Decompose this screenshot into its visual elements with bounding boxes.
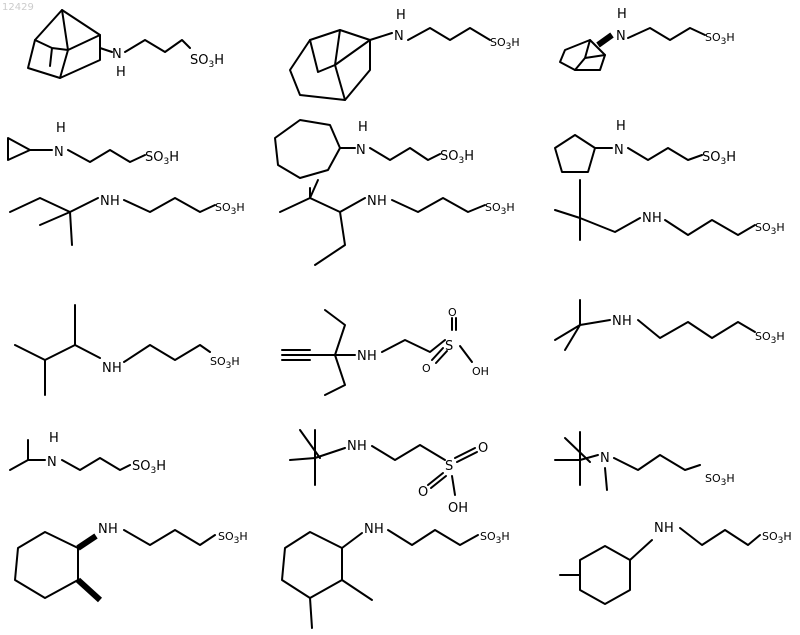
molecule-isopropyl: N H SO3H [10,431,166,476]
svg-text:N: N [600,451,610,466]
molecule-ethynyl-diethyl: N H S O O OH [282,306,489,395]
svg-text:N: N [112,47,122,62]
svg-text:H: H [112,361,122,376]
molecule-tert-butyl-n-methyl: N SO3H [555,432,735,490]
molecule-cyclopropyl: N H SO3H [8,121,179,167]
svg-text:H: H [374,522,384,537]
svg-text:N: N [364,522,374,537]
svg-text:OH: OH [472,365,489,378]
svg-text:O: O [478,441,488,456]
svg-text:H: H [358,120,368,135]
svg-text:N: N [47,455,57,470]
svg-text:N: N [616,29,626,44]
molecule-tert-butyl-butyl: N H SO3H [555,300,785,350]
svg-text:H: H [616,119,626,134]
svg-text:SO3H: SO3H [755,221,785,237]
svg-text:OH: OH [448,501,468,516]
molecule-dimethylpropyl: N H SO3H [15,305,240,395]
svg-text:SO3H: SO3H [218,530,248,546]
molecule-3-pentyl: N H SO3H [280,180,515,265]
watermark: 12429 [2,2,34,13]
svg-text:SO3H: SO3H [755,330,785,346]
svg-text:H: H [56,121,66,136]
svg-text:N: N [642,211,652,226]
svg-text:SO3H: SO3H [480,530,510,546]
svg-text:H: H [49,431,59,446]
svg-text:N: N [356,143,366,158]
svg-text:SO3H: SO3H [705,31,735,47]
svg-text:H: H [617,7,627,22]
svg-text:H: H [367,349,377,364]
svg-text:N: N [100,194,110,209]
svg-text:SO3H: SO3H [485,201,515,217]
molecule-4-methylcyclohexyl: N H SO3H [560,521,792,604]
svg-text:H: H [652,211,662,226]
svg-text:H: H [110,194,120,209]
svg-text:SO3H: SO3H [210,355,240,371]
svg-text:N: N [357,349,367,364]
svg-text:O: O [422,362,431,375]
svg-text:SO3H: SO3H [490,36,520,52]
svg-text:SO3H: SO3H [132,459,166,476]
svg-text:H: H [357,439,367,454]
svg-text:S: S [445,459,453,474]
svg-text:SO3H: SO3H [702,150,736,167]
svg-text:H: H [116,65,126,80]
svg-text:O: O [418,485,428,500]
svg-text:SO3H: SO3H [440,149,474,166]
svg-text:SO3H: SO3H [145,150,179,167]
svg-text:N: N [367,194,377,209]
svg-text:H: H [108,522,118,537]
svg-text:N: N [614,143,624,158]
molecule-1-adamantyl: N H SO3H [28,10,224,80]
svg-text:N: N [654,521,664,536]
svg-text:N: N [102,361,112,376]
molecule-cycloheptyl: N H SO3H [275,120,474,178]
svg-text:SO3H: SO3H [190,53,224,70]
svg-text:H: H [664,521,674,536]
svg-text:N: N [394,29,404,44]
svg-text:SO3H: SO3H [705,472,735,488]
svg-text:N: N [54,145,64,160]
svg-text:H: H [622,314,632,329]
svg-text:N: N [612,314,622,329]
svg-text:O: O [448,306,457,319]
molecule-2-adamantyl: N H SO3H [290,8,520,100]
molecule-2-3-dimethylcyclohexyl: N H SO3H [282,522,510,628]
svg-text:N: N [347,439,357,454]
molecule-2-methylcyclohexyl: N H SO3H [15,522,248,600]
molecule-neopentyl: N H SO3H [555,180,785,240]
svg-text:SO3H: SO3H [762,530,792,546]
svg-text:SO3H: SO3H [215,201,245,217]
svg-text:N: N [98,522,108,537]
molecule-tert-amyl: N H SO3H [10,194,245,245]
svg-text:H: H [396,8,406,23]
molecule-cyclopentyl: N H SO3H [555,119,736,172]
svg-text:H: H [377,194,387,209]
molecule-tert-butyl-ethyl: N H S O O OH [290,430,488,516]
molecule-norbornyl: N H SO3H [560,7,735,70]
